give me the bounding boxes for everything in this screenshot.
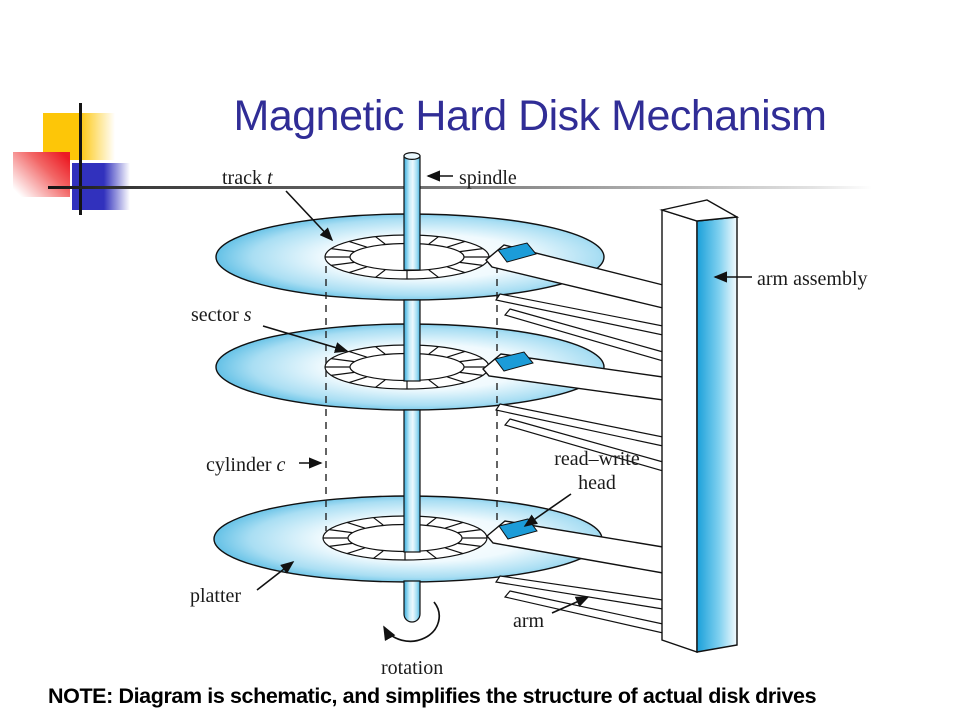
cylinder-dashed-lines [325, 266, 498, 531]
read-write-head-middle [494, 351, 534, 372]
decor-red-square [13, 152, 70, 197]
read-write-head-top [497, 242, 537, 263]
arm-assembly-column [659, 199, 740, 653]
arm-pairs [494, 293, 664, 634]
slide-note: NOTE: Diagram is schematic, and simplifi… [48, 684, 817, 708]
rotation-arrow-arc [383, 601, 441, 643]
slide-title: Magnetic Hard Disk Mechanism [233, 92, 827, 140]
label-platter: platter [190, 585, 241, 607]
label-spindle: spindle [459, 167, 517, 189]
label-arm-assembly: arm assembly [757, 268, 868, 290]
label-arm: arm [513, 610, 545, 632]
label-read-write-head-line2: head [578, 472, 616, 494]
decor-vertical-line [79, 103, 82, 215]
callout-arrows [256, 170, 752, 614]
label-read-write-head-line1: read–write [554, 448, 640, 470]
label-rotation: rotation [381, 657, 443, 679]
decor-horizontal-rule [48, 186, 872, 189]
spindle-shaft [403, 152, 421, 623]
